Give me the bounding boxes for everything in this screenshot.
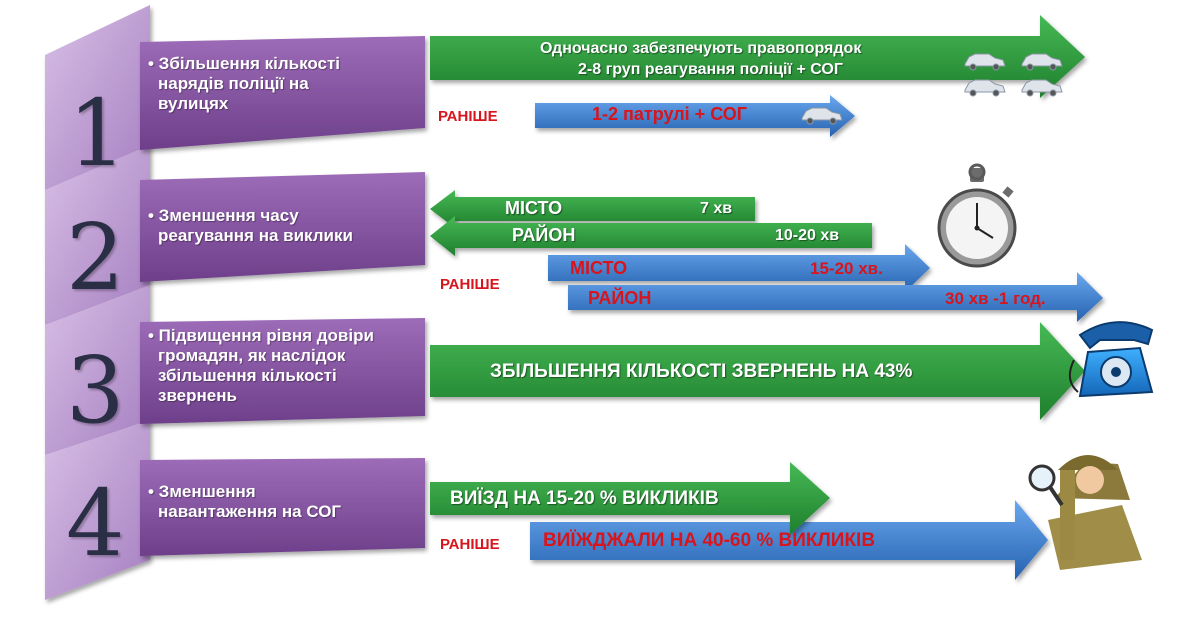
step-number-3: 3	[66, 337, 125, 444]
arrow-now-2a	[430, 190, 755, 228]
step-text-line: • Зменшення	[148, 482, 256, 501]
arrow-now-1	[430, 15, 1085, 98]
telephone-icon	[1068, 321, 1154, 398]
chevron-3	[45, 285, 150, 455]
now-text-4: ВИЇЗД НА 15-20 % ВИКЛИКІВ	[450, 488, 719, 509]
before-text-4: ВИЇЖДЖАЛИ НА 40-60 % ВИКЛИКІВ	[543, 530, 876, 551]
step-number-4: 4	[66, 470, 125, 577]
now-row-value-city: 7 хв	[700, 200, 733, 217]
step-text-line: реагування на виклики	[158, 226, 353, 245]
chevron-1	[45, 5, 150, 190]
now-row-value-district: 10-20 хв	[775, 227, 840, 244]
now-row-label-city: МІСТО	[505, 198, 563, 218]
arrow-before-1	[535, 95, 855, 137]
before-row-value-district: 30 хв -1 год.	[945, 289, 1046, 308]
step-number-2: 2	[66, 204, 125, 311]
step-box-3	[140, 318, 425, 424]
step-number-1: 1	[68, 80, 127, 187]
chevron-4	[45, 420, 150, 600]
step-chevrons	[45, 5, 150, 600]
before-tag-1: РАНІШЕ	[438, 108, 498, 125]
now-row-label-district: РАЙОН	[512, 225, 576, 245]
step-text-3: • Підвищення рівня довіри громадян, як н…	[148, 326, 374, 406]
now-text-3: ЗБІЛЬШЕННЯ КІЛЬКОСТІ ЗВЕРНЕНЬ НА 43%	[490, 361, 913, 382]
arrow-now-4	[430, 462, 830, 535]
before-row-label-district: РАЙОН	[588, 288, 652, 308]
before-text-1: 1-2 патрулі + СОГ	[592, 104, 747, 124]
step-text-1: • Збільшення кількості нарядів поліції н…	[148, 54, 340, 114]
step-text-line: • Підвищення рівня довіри	[148, 326, 374, 345]
before-tag-2: РАНІШЕ	[440, 276, 500, 293]
step-text-line: • Збільшення кількості	[148, 54, 341, 73]
before-tag-4: РАНІШЕ	[440, 536, 500, 553]
before-row-value-city: 15-20 хв.	[810, 259, 883, 278]
step-text-line: вулицях	[158, 94, 229, 113]
step-text-line: звернень	[158, 386, 237, 405]
arrow-now-2b	[430, 216, 872, 256]
arrow-now-3	[430, 322, 1085, 420]
arrow-before-4	[530, 500, 1048, 580]
step-text-4: • Зменшення навантаження на СОГ	[148, 482, 341, 522]
step-box-4	[140, 458, 425, 556]
police-car-icon	[801, 53, 1063, 125]
step-text-line: громадян, як наслідок	[158, 346, 346, 365]
before-row-label-city: МІСТО	[570, 258, 628, 278]
step-box-2	[140, 172, 425, 282]
step-text-line: навантаження на СОГ	[158, 502, 342, 521]
chevron-2	[45, 145, 150, 325]
detective-icon	[1028, 455, 1142, 570]
arrow-before-2b	[568, 272, 1103, 322]
step-text-line: нарядів поліції на	[158, 74, 309, 93]
arrow-before-2a	[548, 244, 930, 292]
now-text-1b: 2-8 груп реагування поліції + СОГ	[578, 61, 843, 78]
step-text-2: • Зменшення часу реагування на виклики	[148, 206, 353, 246]
step-box-1	[140, 36, 425, 150]
now-text-1a: Одночасно забезпечують правопорядок	[540, 40, 862, 57]
step-boxes	[140, 36, 425, 556]
stopwatch-icon	[937, 163, 1017, 268]
step-text-line: • Зменшення часу	[148, 206, 299, 225]
step-text-line: збільшення кількості	[158, 366, 337, 385]
